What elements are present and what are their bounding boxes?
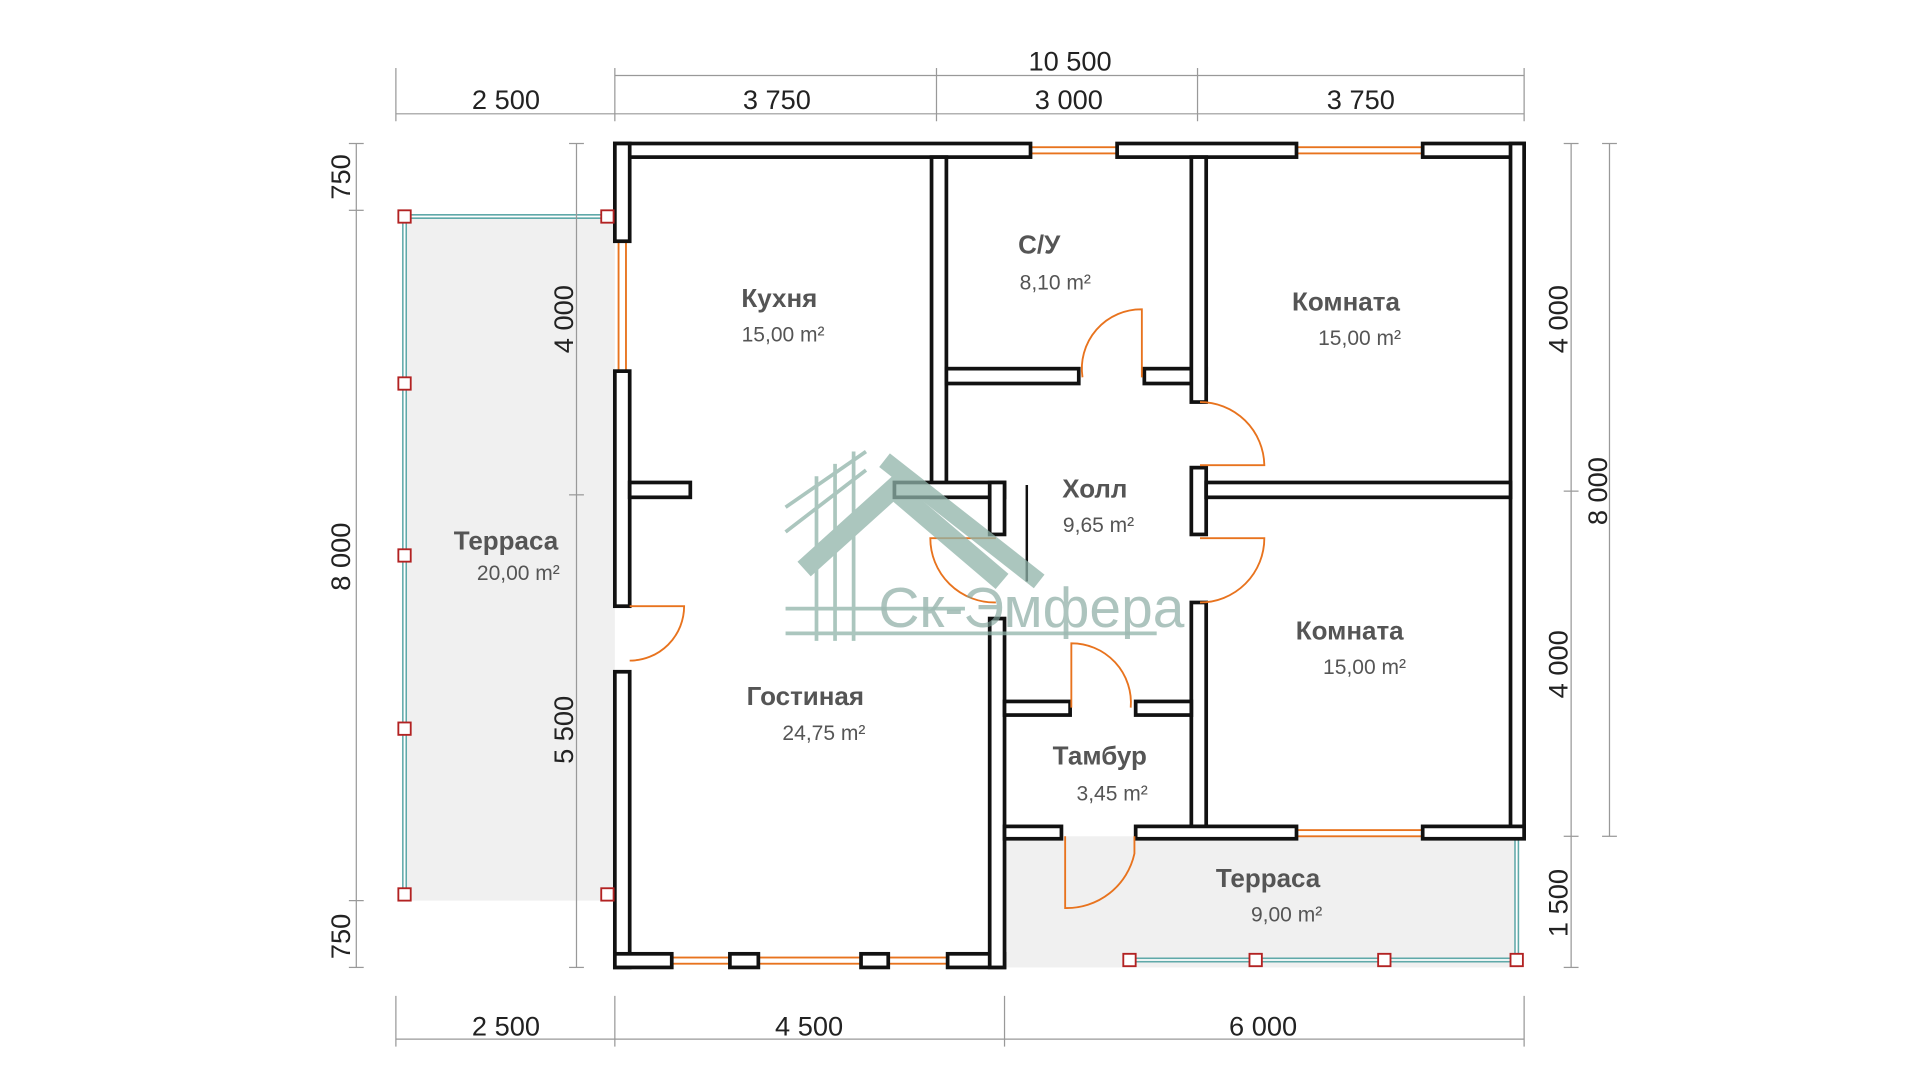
room-area: 3,45 m² [1077,782,1148,805]
room-area: 20,00 m² [477,562,560,585]
wall [1002,824,1064,841]
room-name: Кухня [741,283,817,313]
dim-top: 3 000 [1035,84,1103,115]
room-area: 8,10 m² [1020,271,1091,294]
watermark-text: Ск-Эмфера [878,576,1184,640]
room-name: Холл [1062,473,1127,503]
wall [929,155,949,500]
room-labels: Кухня 15,00 m² С/У 8,10 m² Комната 15,00… [454,230,1406,927]
door-swing [1064,836,1136,909]
dim-top: 3 750 [1327,84,1395,115]
wall [612,141,632,244]
door-swing [1199,401,1266,467]
dimension-lines [348,68,1617,1047]
room-name: С/У [1018,230,1061,260]
dim-left: 750 [325,914,356,959]
room-area: 9,00 m² [1251,904,1322,927]
terrace-post [1377,952,1392,968]
doors [629,308,1266,909]
door-swing [1199,537,1266,604]
dim-right: 4 000 [1542,630,1573,698]
wall [728,951,761,970]
terrace-post [600,209,615,224]
dim-bottom: 2 500 [472,1010,540,1041]
wall [1204,480,1513,500]
dim-right-total: 8 000 [1582,457,1613,525]
wall [987,480,1007,537]
room-name: Терраса [454,525,559,555]
wall [859,951,891,970]
terrace-bottom-floor [1004,836,1520,968]
dim-bottom: 4 500 [775,1010,843,1041]
terrace-post [397,887,412,902]
dim-right: 4 000 [1542,285,1573,353]
door-swing [629,605,686,662]
room-name: Тамбур [1053,741,1147,771]
room-name: Терраса [1216,863,1321,893]
door-swing [929,537,996,604]
dim-top: 2 500 [472,84,540,115]
dim-bottom: 6 000 [1229,1010,1297,1041]
room-name: Комната [1292,287,1400,317]
wall [1133,824,1299,841]
room-name: Гостиная [747,681,864,711]
dim-right: 1 500 [1542,869,1573,937]
wall [1189,465,1209,537]
wall [1189,155,1209,404]
dim-left: 8 000 [325,523,356,591]
door-swing [1070,642,1132,708]
room-name: Комната [1296,616,1404,646]
posts [397,209,1524,968]
terraces [404,216,1520,968]
walls [612,141,1526,970]
wall [627,480,693,500]
dim-top: 3 750 [743,84,811,115]
room-area: 9,65 m² [1063,514,1134,537]
wall [1420,824,1526,841]
dimension-labels: 10 500 2 500 3 750 3 000 3 750 2 500 4 5… [325,46,1613,1042]
wall [612,669,632,970]
wall [612,369,632,609]
window [757,956,862,965]
window [617,240,627,373]
wall [1508,141,1526,839]
wall [1189,600,1209,829]
terrace-post [1509,952,1524,968]
wall [612,141,1033,159]
dim-left-inner: 4 000 [548,285,579,353]
wall [1133,699,1194,717]
wall [1002,699,1072,717]
watermark-logo: Ск-Эмфера [784,450,1185,641]
terrace-post [397,721,412,736]
window [1029,146,1119,155]
wall [612,951,674,970]
wall [944,366,1081,386]
wall [987,616,1007,970]
dim-total-width: 10 500 [1028,46,1111,77]
terrace-post [397,209,412,224]
room-area: 15,00 m² [1318,327,1401,350]
window [887,956,949,965]
terrace-post [600,887,615,902]
terrace-post [397,548,412,563]
room-area: 15,00 m² [742,323,825,346]
window [670,956,731,965]
dim-left: 750 [325,154,356,199]
window [1295,146,1424,155]
terrace-post [1248,952,1263,968]
terrace-post [397,376,412,391]
door-swing [1080,308,1143,378]
room-area: 15,00 m² [1323,656,1406,679]
terrace-post [1122,952,1137,968]
terrace-left-floor [404,216,615,901]
room-area: 24,75 m² [782,722,865,745]
wall [1115,141,1299,159]
window [1295,829,1424,838]
dim-left-inner: 5 500 [548,696,579,764]
